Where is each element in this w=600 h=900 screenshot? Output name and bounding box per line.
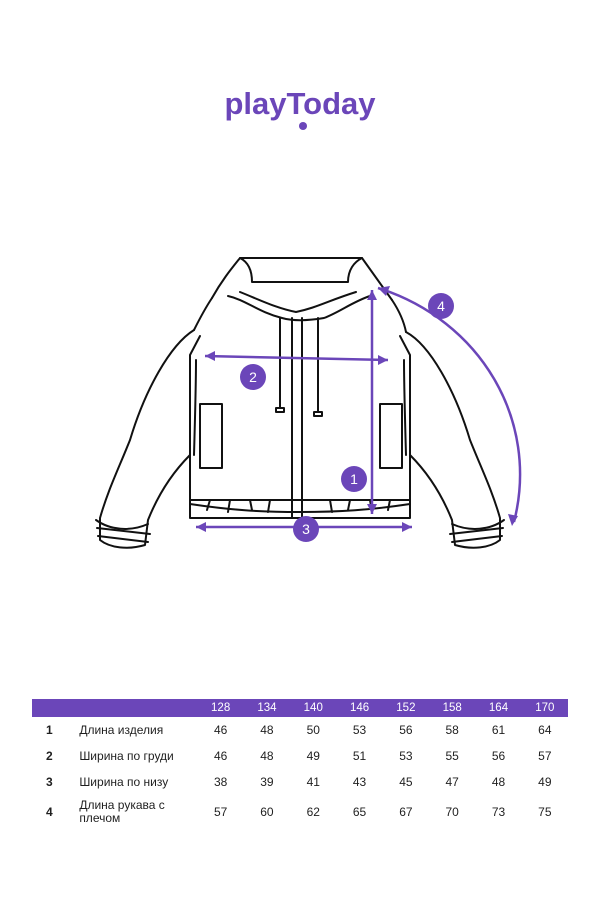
cell-value: 49	[306, 749, 320, 763]
size-152: 152	[382, 699, 430, 717]
row-label: Ширина по груди	[79, 748, 174, 763]
row-label: Длина изделия	[79, 722, 164, 737]
marker-3: 3	[293, 516, 319, 542]
cell-value: 41	[306, 775, 320, 789]
svg-text:2: 2	[249, 369, 257, 385]
cell-value: 57	[538, 749, 552, 763]
cell-value: 38	[213, 775, 228, 789]
cell-value: 50	[306, 723, 320, 737]
size-146: 146	[336, 699, 383, 717]
cell-value: 60	[260, 805, 274, 819]
brand-logo: playToday	[0, 78, 600, 134]
cell-value: 58	[445, 723, 459, 737]
size-header-row: 128 134 140 146 152 158 164 170	[32, 699, 568, 717]
header-num	[32, 699, 80, 717]
cell-value: 53	[352, 723, 367, 737]
table-row: 4 Длина рукава с плечом 57 60 62 65 67 7…	[32, 795, 568, 829]
cell-value: 49	[538, 775, 552, 789]
cell-value: 64	[538, 723, 552, 737]
row-label: Длина рукава с плечом	[79, 798, 165, 825]
size-table: 128 134 140 146 152 158 164 170 1 Длина …	[32, 699, 568, 829]
cell-value: 43	[352, 775, 367, 789]
cell-value: 53	[399, 749, 413, 763]
cell-value: 48	[491, 775, 506, 789]
cell-value: 56	[491, 749, 506, 763]
marker-2: 2	[240, 364, 266, 390]
cell-value: 67	[399, 805, 413, 819]
marker-1: 1	[341, 466, 367, 492]
size-134: 134	[243, 699, 291, 717]
cell-value: 45	[399, 775, 413, 789]
cell-value: 55	[445, 749, 459, 763]
size-128: 128	[197, 699, 244, 717]
garment-sketch: 1 2 3 4	[95, 257, 522, 549]
svg-text:4: 4	[437, 298, 445, 314]
row-number: 4	[46, 805, 53, 819]
svg-text:3: 3	[302, 521, 310, 537]
cell-value: 65	[352, 805, 367, 819]
size-158: 158	[429, 699, 476, 717]
cell-value: 57	[213, 805, 228, 819]
row-label: Ширина по низу	[79, 774, 169, 789]
header-label	[79, 699, 198, 717]
table-row: 2 Ширина по груди 46 48 49 51 53 55 56 5…	[32, 743, 568, 769]
size-140: 140	[290, 699, 337, 717]
size-170: 170	[521, 699, 568, 717]
cell-value: 56	[399, 723, 413, 737]
cell-value: 61	[491, 723, 506, 737]
cell-value: 48	[260, 749, 274, 763]
cell-value: 48	[260, 723, 274, 737]
cell-value: 70	[445, 805, 459, 819]
cell-value: 39	[260, 775, 274, 789]
row-number: 1	[46, 723, 53, 737]
logo-text: playToday	[224, 86, 376, 121]
cell-value: 75	[538, 805, 552, 819]
cell-value: 47	[445, 775, 459, 789]
cell-value: 62	[306, 805, 320, 819]
table-row: 3 Ширина по низу 38 39 41 43 45 47 48 49	[32, 769, 568, 795]
size-164: 164	[475, 699, 522, 717]
marker-4: 4	[428, 293, 454, 319]
cell-value: 73	[491, 805, 506, 819]
playtoday-logo: playToday	[224, 86, 376, 130]
cell-value: 51	[352, 749, 367, 763]
row-number: 2	[46, 749, 53, 763]
cell-value: 46	[213, 723, 228, 737]
svg-text:1: 1	[350, 471, 358, 487]
cell-value: 46	[213, 749, 228, 763]
row-number: 3	[46, 775, 53, 789]
table-row: 1 Длина изделия 46 48 50 53 56 58 61 64	[32, 717, 568, 743]
